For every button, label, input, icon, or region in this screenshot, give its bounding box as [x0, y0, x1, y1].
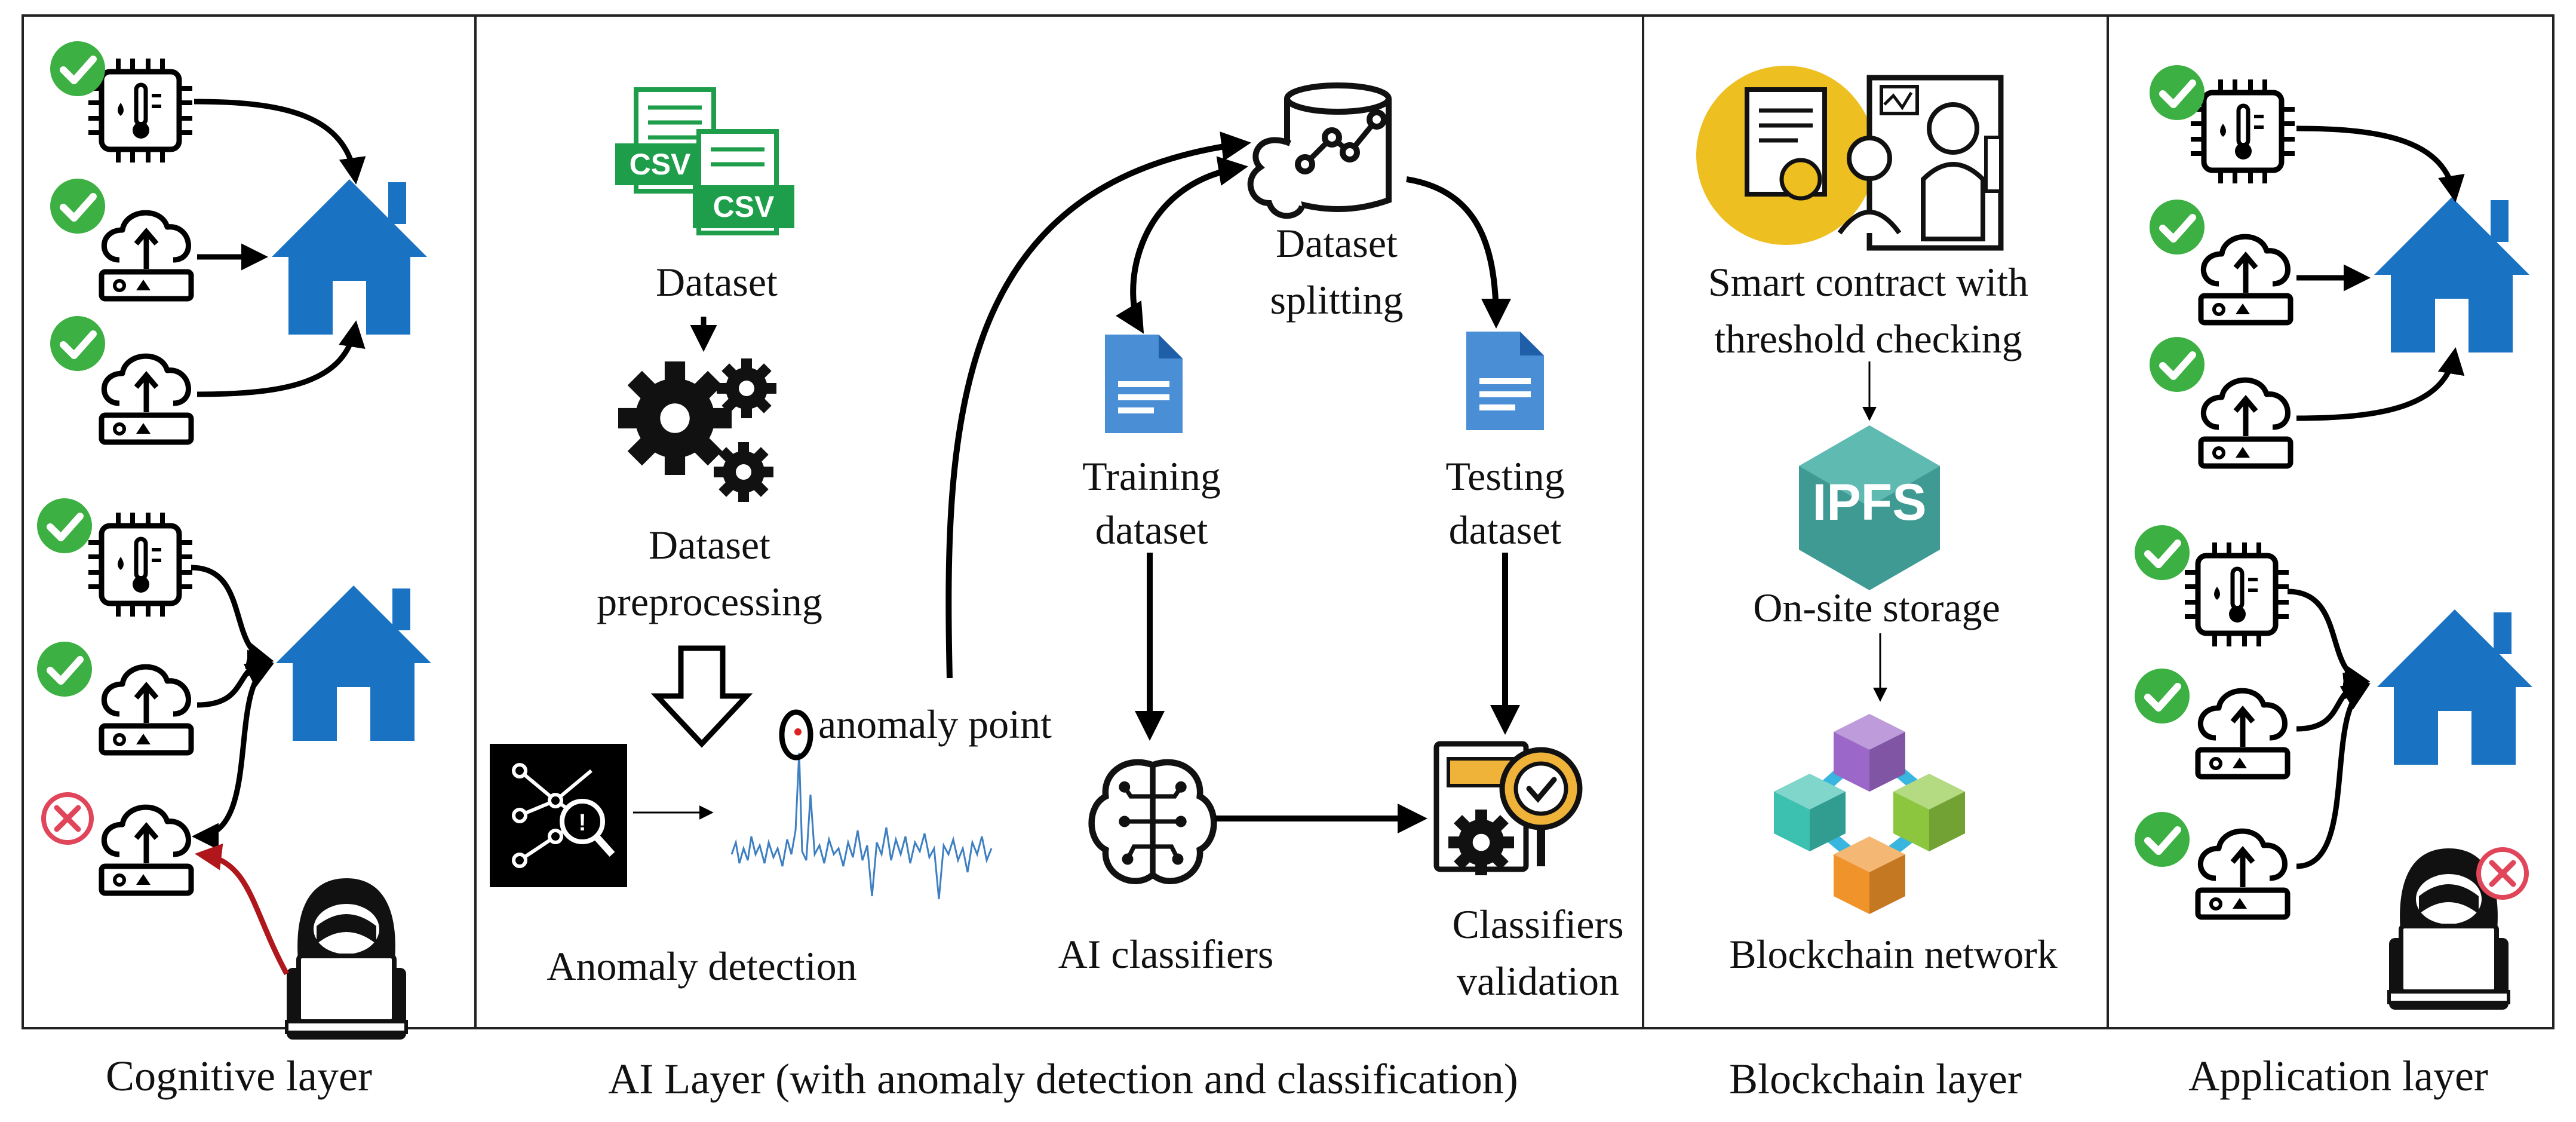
house-icon	[2374, 197, 2529, 352]
check-icon	[37, 642, 92, 697]
check-icon	[2150, 200, 2205, 255]
temperature-sensor-icon	[2191, 79, 2295, 183]
testing-document-icon	[1466, 332, 1544, 430]
application-layer-caption: Application layer	[2188, 1052, 2488, 1100]
anomaly-detection-label: Anomaly detection	[546, 943, 856, 989]
anomaly-signal-line	[730, 752, 993, 900]
preprocessing-label-line1: Dataset	[649, 522, 770, 568]
blockchain-layer: Smart contract with threshold checking I…	[1696, 66, 2058, 977]
blockchain-network-icon	[1774, 714, 1965, 914]
csv-files-icon: CSV CSV	[615, 87, 794, 235]
cross-icon	[44, 795, 91, 842]
anomaly-point-dot	[794, 728, 802, 735]
ipfs-icon: IPFS	[1799, 425, 1940, 590]
flow-arrow	[945, 131, 1251, 679]
application-layer	[2135, 65, 2532, 1010]
blockchain-layer-caption: Blockchain layer	[1729, 1055, 2022, 1103]
ai-layer-caption: AI Layer (with anomaly detection and cla…	[608, 1055, 1518, 1103]
flow-arrow	[1116, 156, 1248, 334]
flow-arrow	[1406, 176, 1511, 329]
check-icon	[37, 498, 92, 553]
cognitive-layer-caption: Cognitive layer	[106, 1052, 372, 1100]
validation-label-line1: Classifiers	[1452, 902, 1623, 947]
house-icon	[276, 585, 431, 741]
hacker-icon	[287, 878, 406, 1040]
smart-contract-icon	[1696, 66, 2004, 251]
check-icon	[2150, 337, 2205, 392]
testing-label-line1: Testing	[1445, 453, 1564, 499]
training-document-icon	[1105, 335, 1183, 433]
temperature-sensor-icon	[88, 513, 192, 617]
training-label-line1: Training	[1082, 453, 1221, 499]
ipfs-label: IPFS	[1812, 474, 1926, 531]
application-panel	[2107, 14, 2554, 1029]
cloud-gateway-icon	[2198, 691, 2288, 777]
check-icon	[50, 316, 105, 371]
check-icon	[50, 179, 105, 234]
panel-frames	[22, 14, 2554, 1029]
svg-text:!: !	[578, 810, 586, 836]
check-icon	[2135, 669, 2190, 724]
validation-label-line2: validation	[1457, 958, 1619, 1004]
check-icon	[50, 41, 105, 96]
ai-classifiers-label: AI classifiers	[1058, 931, 1274, 977]
csv-label: CSV	[630, 148, 691, 181]
blockchain-network-label: Blockchain network	[1729, 931, 2058, 977]
cognitive-layer	[37, 41, 431, 1040]
check-icon	[2135, 812, 2190, 867]
classifiers-validation-icon	[1433, 741, 1583, 875]
smart-contract-label-line2: threshold checking	[1714, 316, 2022, 361]
cloud-gateway-icon	[2198, 831, 2288, 917]
splitting-label-line2: splitting	[1270, 277, 1404, 323]
cross-icon	[2479, 850, 2526, 897]
ai-classifiers-icon	[1092, 762, 1214, 881]
house-icon	[2377, 609, 2532, 765]
ai-layer: CSV CSV Dataset Dataset preprocessing	[490, 82, 1624, 1004]
anomaly-point-label: anomaly point	[818, 701, 1052, 747]
testing-label-line2: dataset	[1449, 507, 1562, 553]
attack-arrow	[195, 843, 289, 976]
anomaly-marker-ring	[779, 709, 813, 761]
csv-label: CSV	[713, 190, 775, 223]
cloud-gateway-icon	[2201, 237, 2291, 323]
training-label-line2: dataset	[1095, 507, 1208, 553]
dataset-splitting-icon	[1247, 82, 1392, 219]
cloud-gateway-icon	[2201, 380, 2291, 466]
cloud-gateway-icon	[102, 807, 191, 893]
check-icon	[2135, 525, 2190, 580]
temperature-sensor-icon	[2185, 542, 2289, 646]
hollow-down-arrow	[650, 645, 753, 748]
anomaly-detection-icon: !	[490, 744, 627, 887]
cloud-gateway-icon	[102, 356, 191, 442]
check-icon	[2150, 65, 2205, 120]
dataset-label: Dataset	[656, 259, 778, 305]
smart-contract-label-line1: Smart contract with	[1708, 259, 2028, 305]
preprocessing-label-line2: preprocessing	[597, 579, 822, 624]
splitting-label-line1: Dataset	[1276, 220, 1398, 266]
cloud-gateway-icon	[102, 213, 191, 299]
cloud-gateway-icon	[102, 667, 191, 753]
house-icon	[272, 179, 427, 335]
gears-icon	[618, 358, 776, 502]
storage-label: On-site storage	[1753, 585, 2000, 630]
